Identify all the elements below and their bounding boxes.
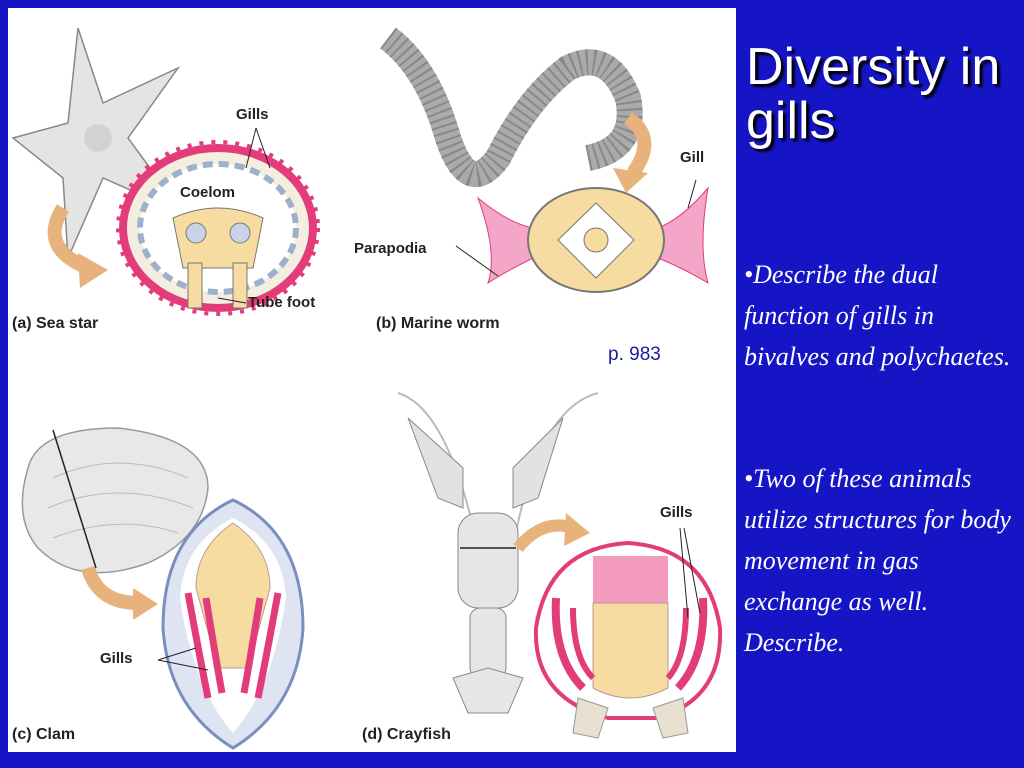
- panel-label-crayfish: (d) Crayfish: [362, 726, 451, 743]
- sea-star-arrow-head: [78, 253, 108, 288]
- callout-line: [455, 245, 499, 277]
- callout-gills-crayfish: Gills: [660, 504, 693, 521]
- marine-worm-drawing: [379, 27, 643, 187]
- callout-tube-foot: Tube foot: [248, 294, 316, 311]
- callout-line: [157, 647, 197, 661]
- panel-label-clam: (c) Clam: [12, 726, 76, 743]
- slide-title: Diversity in gills: [746, 38, 1001, 150]
- callout-coelom: Coelom: [180, 184, 236, 201]
- callout-line: [245, 127, 257, 169]
- clam-cross-section: [161, 498, 305, 750]
- callout-gills-clam: Gills: [100, 650, 133, 667]
- worm-arrow-head: [613, 168, 648, 193]
- gills-illustration: [11, 27, 723, 750]
- worm-arrow: [623, 112, 652, 178]
- panel-label-sea-star: (a) Sea star: [12, 315, 99, 332]
- callout-parapodia: Parapodia: [354, 240, 427, 257]
- sea-star-drawing: [11, 27, 186, 259]
- crayfish-arrow-head: [564, 513, 590, 546]
- callout-line: [687, 179, 697, 209]
- bullet-body-movement: •Two of these animals utilize structures…: [744, 464, 1011, 657]
- callout-line: [217, 297, 247, 304]
- clam-arrow-head: [133, 588, 158, 620]
- callout-line: [157, 659, 209, 671]
- figure-panel: Gills Coelom Tube foot (a) Sea star Gill…: [8, 8, 736, 752]
- clam-arrow: [81, 565, 139, 610]
- callout-gill-worm: Gill: [680, 149, 705, 166]
- callout-gills-sea-star: Gills: [236, 106, 269, 123]
- callout-line: [255, 127, 271, 169]
- callout-line: [679, 527, 689, 619]
- bullet-dual-function: •Describe the dual function of gills in …: [744, 260, 1011, 371]
- sea-star-cross-section: [116, 140, 320, 316]
- page-reference: p. 983: [608, 344, 661, 365]
- callout-line: [683, 527, 701, 614]
- crayfish-cross-section: [533, 540, 723, 739]
- crayfish-drawing: [397, 392, 599, 714]
- marine-worm-cross-section: [476, 186, 709, 293]
- panel-label-marine-worm: (b) Marine worm: [376, 315, 500, 332]
